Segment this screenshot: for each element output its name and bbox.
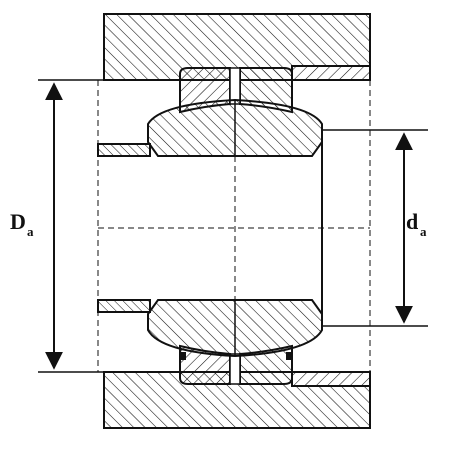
inner-ring-top [147,98,323,157]
inner-dim-label-main: d [406,209,418,234]
housing-top [103,13,371,81]
inner-ring-bottom [147,299,323,358]
extension-lines-outer [38,79,104,373]
hidden-lines [97,80,371,372]
outer-dim-label-sub: a [27,224,34,239]
extension-lines-inner [322,129,428,327]
inner-dim-label-sub: a [420,224,427,239]
outer-dim-label-main: D [10,209,26,234]
shaft-shoulder-top [97,143,151,157]
shaft-shoulder-bottom [97,299,151,313]
